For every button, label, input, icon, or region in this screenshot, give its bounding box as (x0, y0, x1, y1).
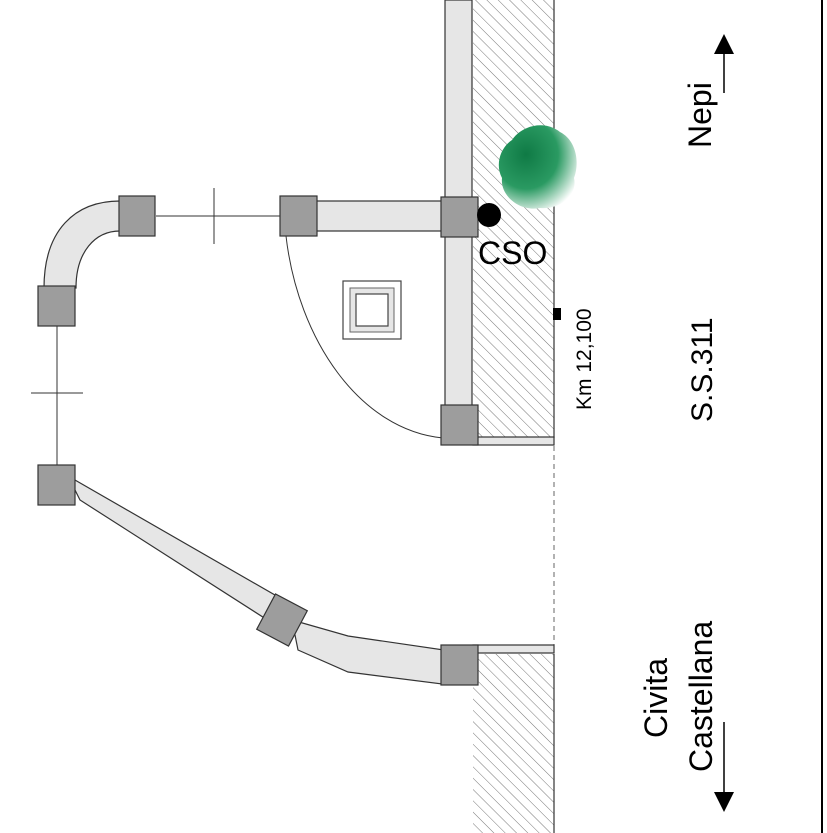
pillar (440, 404, 479, 446)
north-town-label: Nepi (682, 82, 718, 148)
pillar (37, 464, 76, 506)
diagonal-wall (66, 474, 295, 629)
boundary-lines (31, 188, 444, 466)
arrow-down-icon (714, 722, 734, 812)
pillar (37, 285, 76, 327)
pillar (118, 195, 156, 237)
road-name: S.S.311 (686, 317, 719, 422)
gate-swing-arc (285, 235, 444, 439)
tree-icon (498, 125, 577, 209)
roadside-verge (472, 0, 555, 833)
cso-label: CSO (478, 235, 547, 271)
pillar (440, 644, 479, 686)
km-label: Km 12,100 (573, 308, 596, 410)
pillar (255, 593, 309, 647)
pillar (279, 195, 318, 237)
km-marker-icon (553, 308, 561, 320)
curved-wall (43, 200, 121, 289)
square-structure (342, 280, 402, 340)
south-town-label-line1: Civita (638, 658, 674, 738)
arrow-up-icon (714, 34, 734, 93)
side-wall (315, 200, 445, 232)
pillar (440, 196, 479, 238)
perimeter-walls (43, 0, 473, 685)
lower-wall (291, 619, 445, 685)
cso-marker-icon (477, 203, 501, 227)
south-town-label-line2: Castellana (683, 621, 719, 772)
pillars (37, 195, 479, 686)
